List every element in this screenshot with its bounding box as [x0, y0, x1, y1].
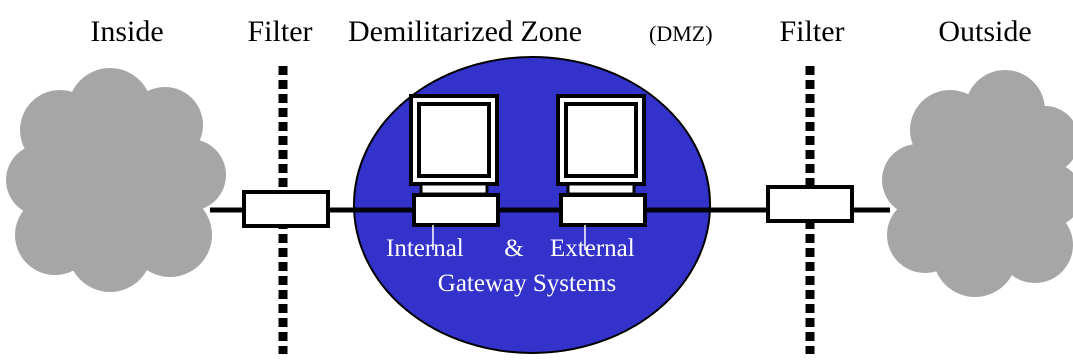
- external-gateway-computer-icon: [556, 94, 647, 227]
- filter-left-box: [242, 190, 330, 228]
- outside-label: Outside: [938, 15, 1031, 48]
- external-label: External: [550, 235, 635, 262]
- gateway-systems-label: Gateway Systems: [438, 270, 616, 297]
- inside-network-cloud: [6, 68, 226, 292]
- internal-gateway-computer-icon: [409, 94, 500, 227]
- dmz-abbr-label: (DMZ): [649, 21, 713, 46]
- filter-right-box: [766, 185, 854, 223]
- filter-right-label: Filter: [780, 15, 845, 48]
- inside-label: Inside: [90, 15, 163, 48]
- filter-left-label: Filter: [248, 15, 313, 48]
- ampersand-label: &: [504, 235, 523, 262]
- outside-network-cloud: [882, 70, 1073, 297]
- internal-label: Internal: [386, 235, 464, 262]
- dmz-zone: [353, 56, 711, 354]
- dmz-title-label: Demilitarized Zone: [348, 15, 582, 48]
